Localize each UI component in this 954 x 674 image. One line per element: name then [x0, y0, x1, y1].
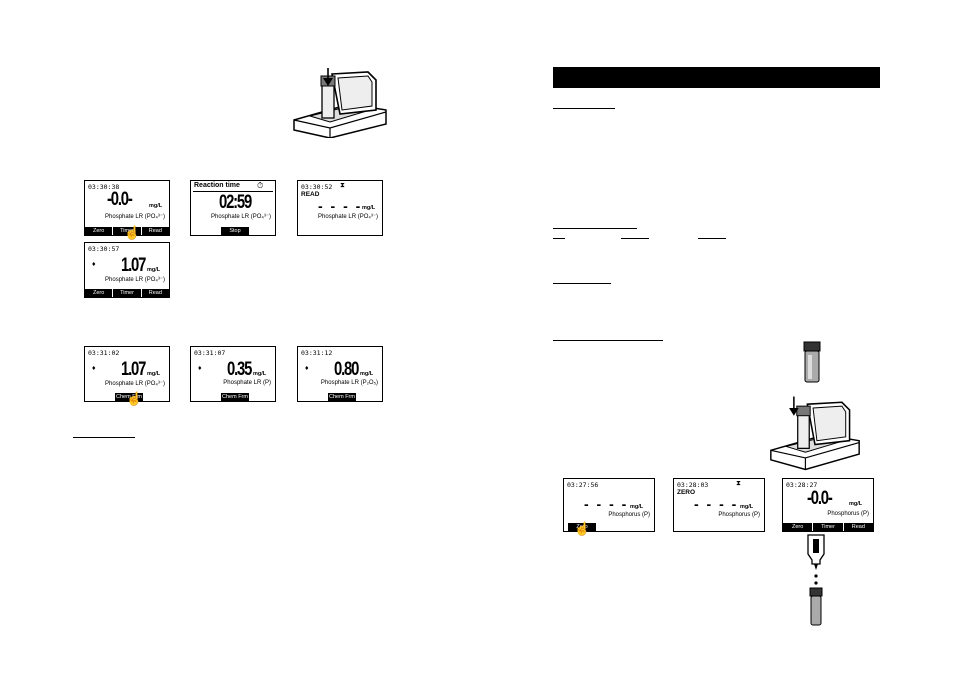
heading-underline-2 — [553, 228, 637, 229]
heading-underline-1 — [553, 108, 615, 109]
softkey-read[interactable]: Read — [141, 227, 169, 235]
screen-time: 03:30:57 — [88, 245, 120, 253]
screen-unit: mg/L — [147, 267, 161, 273]
softkey-stop[interactable]: Stop — [221, 227, 249, 235]
screen-unit: mg/L — [253, 371, 267, 377]
softkey-bar: Zero Timer Read — [85, 289, 169, 297]
inline-underline-3 — [698, 238, 726, 239]
softkey-timer[interactable]: Timer — [113, 289, 141, 297]
screen-parameter: Phosphate LR (PO₄³⁻) — [105, 214, 165, 220]
screen-unit: mg/L — [362, 205, 376, 211]
inline-underline-1 — [553, 238, 565, 239]
section-header-bar — [553, 67, 880, 88]
softkey-chem-frm[interactable]: Chem Frm — [115, 393, 143, 401]
section-heading-underline — [73, 437, 135, 438]
screen-mode: READ — [301, 191, 320, 198]
softkey-zero[interactable]: Zero — [85, 227, 113, 235]
screen-time: 03:28:03 — [677, 481, 709, 489]
screen-value: 0.80 — [334, 359, 359, 380]
screen-parameter: Phosphorus (P) — [608, 512, 650, 518]
screen-dashes: - - - - — [584, 496, 629, 512]
screen-value: -0.0- — [107, 189, 133, 210]
meter-insert-cuvette-illustration — [293, 68, 387, 138]
softkey-chem-frm[interactable]: Chem Frm — [328, 393, 356, 401]
screen-parameter: Phosphorus (P) — [827, 511, 869, 517]
hand-pointer-icon: ☝ — [124, 225, 141, 240]
hourglass-icon: ⧗ — [340, 182, 345, 189]
screen-unit: mg/L — [849, 501, 863, 507]
screen-parameter: Phosphate LR (PO₄³⁻) — [105, 381, 165, 387]
screen-zero-in-progress: 03:28:03 ⧗ ZERO - - - - mg/L Phosphorus … — [673, 478, 765, 532]
screen-title: Reaction time — [194, 182, 240, 189]
up-down-arrow-icon: ♦ — [198, 365, 202, 372]
screen-parameter: Phosphate LR (PO₄³⁻) — [318, 214, 378, 220]
screen-time: 03:31:07 — [194, 349, 226, 357]
screen-value: 1.07 — [121, 359, 146, 380]
reagent-addition-illustration — [807, 534, 825, 626]
up-down-arrow-icon: ♦ — [92, 365, 96, 372]
meter-insert-cuvette-illustration — [770, 396, 860, 471]
softkey-bar: Zero Timer Read — [85, 227, 169, 235]
screen-unit: mg/L — [149, 203, 163, 209]
softkey-read[interactable]: Read — [141, 289, 169, 297]
screen-parameter: Phosphate LR (PO₄³⁻) — [105, 277, 165, 283]
screen-press-zero: 03:27:56 - - - - mg/L Phosphorus (P) Zer… — [563, 478, 655, 532]
softkey-timer[interactable]: Timer — [813, 523, 843, 531]
screen-zero-complete: 03:28:27 -0.0- mg/L Phosphorus (P) Zero … — [782, 478, 874, 532]
screen-unit: mg/L — [147, 371, 161, 377]
softkey-zero[interactable]: Zero — [568, 523, 596, 531]
screen-parameter: Phosphorus (P) — [718, 512, 760, 518]
screen-time: 03:30:52 — [301, 183, 333, 191]
heading-underline-4 — [553, 340, 663, 341]
screen-mode: ZERO — [677, 489, 696, 496]
screen-value: -0.0- — [807, 488, 833, 509]
screen-read-in-progress: 03:30:52 ⧗ READ - - - - mg/L Phosphate L… — [297, 180, 383, 236]
softkey-zero[interactable]: Zero — [85, 289, 113, 297]
timer-icon: ⏱ — [257, 181, 264, 190]
screen-result-p: 03:31:07 ♦ 0.35 mg/L Phosphate LR (P) Ch… — [190, 346, 276, 402]
up-down-arrow-icon: ♦ — [92, 261, 96, 268]
cuvette-vial-illustration — [803, 341, 821, 383]
screen-zero-display: 03:30:38 -0.0- mg/L Phosphate LR (PO₄³⁻)… — [84, 180, 170, 236]
screen-parameter: Phosphate LR (P₂O₅) — [320, 380, 378, 386]
softkey-read[interactable]: Read — [843, 523, 873, 531]
screen-unit: mg/L — [630, 504, 644, 510]
screen-time: 03:30:38 — [88, 183, 120, 191]
heading-underline-3 — [553, 283, 611, 284]
hand-pointer-icon: ☝ — [574, 521, 591, 536]
softkey-zero[interactable]: Zero — [783, 523, 813, 531]
screen-reaction-timer: Reaction time ⏱ 02:59 Phosphate LR (PO₄³… — [190, 180, 276, 236]
screen-result-po4: 03:31:02 ♦ 1.07 mg/L Phosphate LR (PO₄³⁻… — [84, 346, 170, 402]
screen-time: 03:31:02 — [88, 349, 120, 357]
softkey-chem-frm[interactable]: Chem Frm — [221, 393, 249, 401]
screen-parameter: Phosphate LR (PO₄³⁻) — [211, 214, 271, 220]
screen-time: 03:28:27 — [786, 481, 818, 489]
screen-result-p2o5: 03:31:12 ♦ 0.80 mg/L Phosphate LR (P₂O₅)… — [297, 346, 383, 402]
inline-underline-2 — [621, 238, 649, 239]
screen-result-display: 03:30:57 ♦ 1.07 mg/L Phosphate LR (PO₄³⁻… — [84, 242, 170, 298]
screen-time: 03:31:12 — [301, 349, 333, 357]
screen-dashes: - - - - — [694, 496, 739, 512]
softkey-timer[interactable]: Timer — [113, 227, 141, 235]
screen-countdown: 02:59 — [219, 192, 252, 213]
up-down-arrow-icon: ♦ — [305, 365, 309, 372]
screen-dashes: - - - - — [318, 198, 363, 214]
screen-value: 0.35 — [227, 359, 252, 380]
screen-unit: mg/L — [360, 371, 374, 377]
hourglass-icon: ⧗ — [736, 480, 741, 487]
screen-time: 03:27:56 — [567, 481, 599, 489]
hand-pointer-icon: ☝ — [126, 391, 143, 406]
title-underline — [193, 191, 273, 192]
screen-unit: mg/L — [740, 504, 754, 510]
screen-parameter: Phosphate LR (P) — [223, 380, 271, 386]
softkey-bar: Zero Timer Read — [783, 523, 873, 531]
screen-value: 1.07 — [121, 255, 146, 276]
